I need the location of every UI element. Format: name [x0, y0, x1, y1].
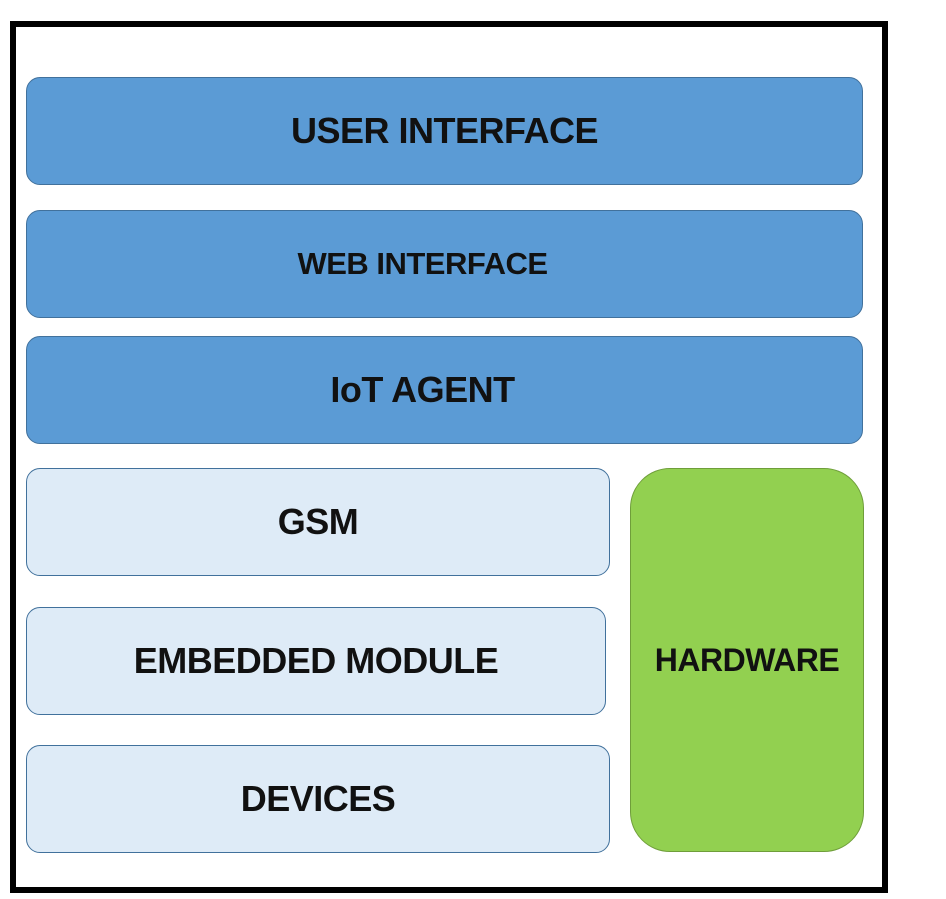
user-interface-layer: USER INTERFACE — [26, 77, 863, 185]
web-interface-layer: WEB INTERFACE — [26, 210, 863, 318]
user-interface-label: USER INTERFACE — [290, 110, 599, 151]
hardware-block: HARDWARE — [630, 468, 864, 852]
iot-agent-layer: IoT AGENT — [26, 336, 863, 444]
devices-layer: DEVICES — [26, 745, 610, 853]
hardware-label: HARDWARE — [654, 641, 840, 678]
gsm-label: GSM — [277, 501, 359, 542]
web-interface-label: WEB INTERFACE — [297, 246, 548, 281]
iot-agent-label: IoT AGENT — [330, 369, 515, 410]
embedded-module-layer: EMBEDDED MODULE — [26, 607, 606, 715]
gsm-layer: GSM — [26, 468, 610, 576]
devices-label: DEVICES — [240, 778, 396, 819]
embedded-module-label: EMBEDDED MODULE — [133, 640, 499, 681]
